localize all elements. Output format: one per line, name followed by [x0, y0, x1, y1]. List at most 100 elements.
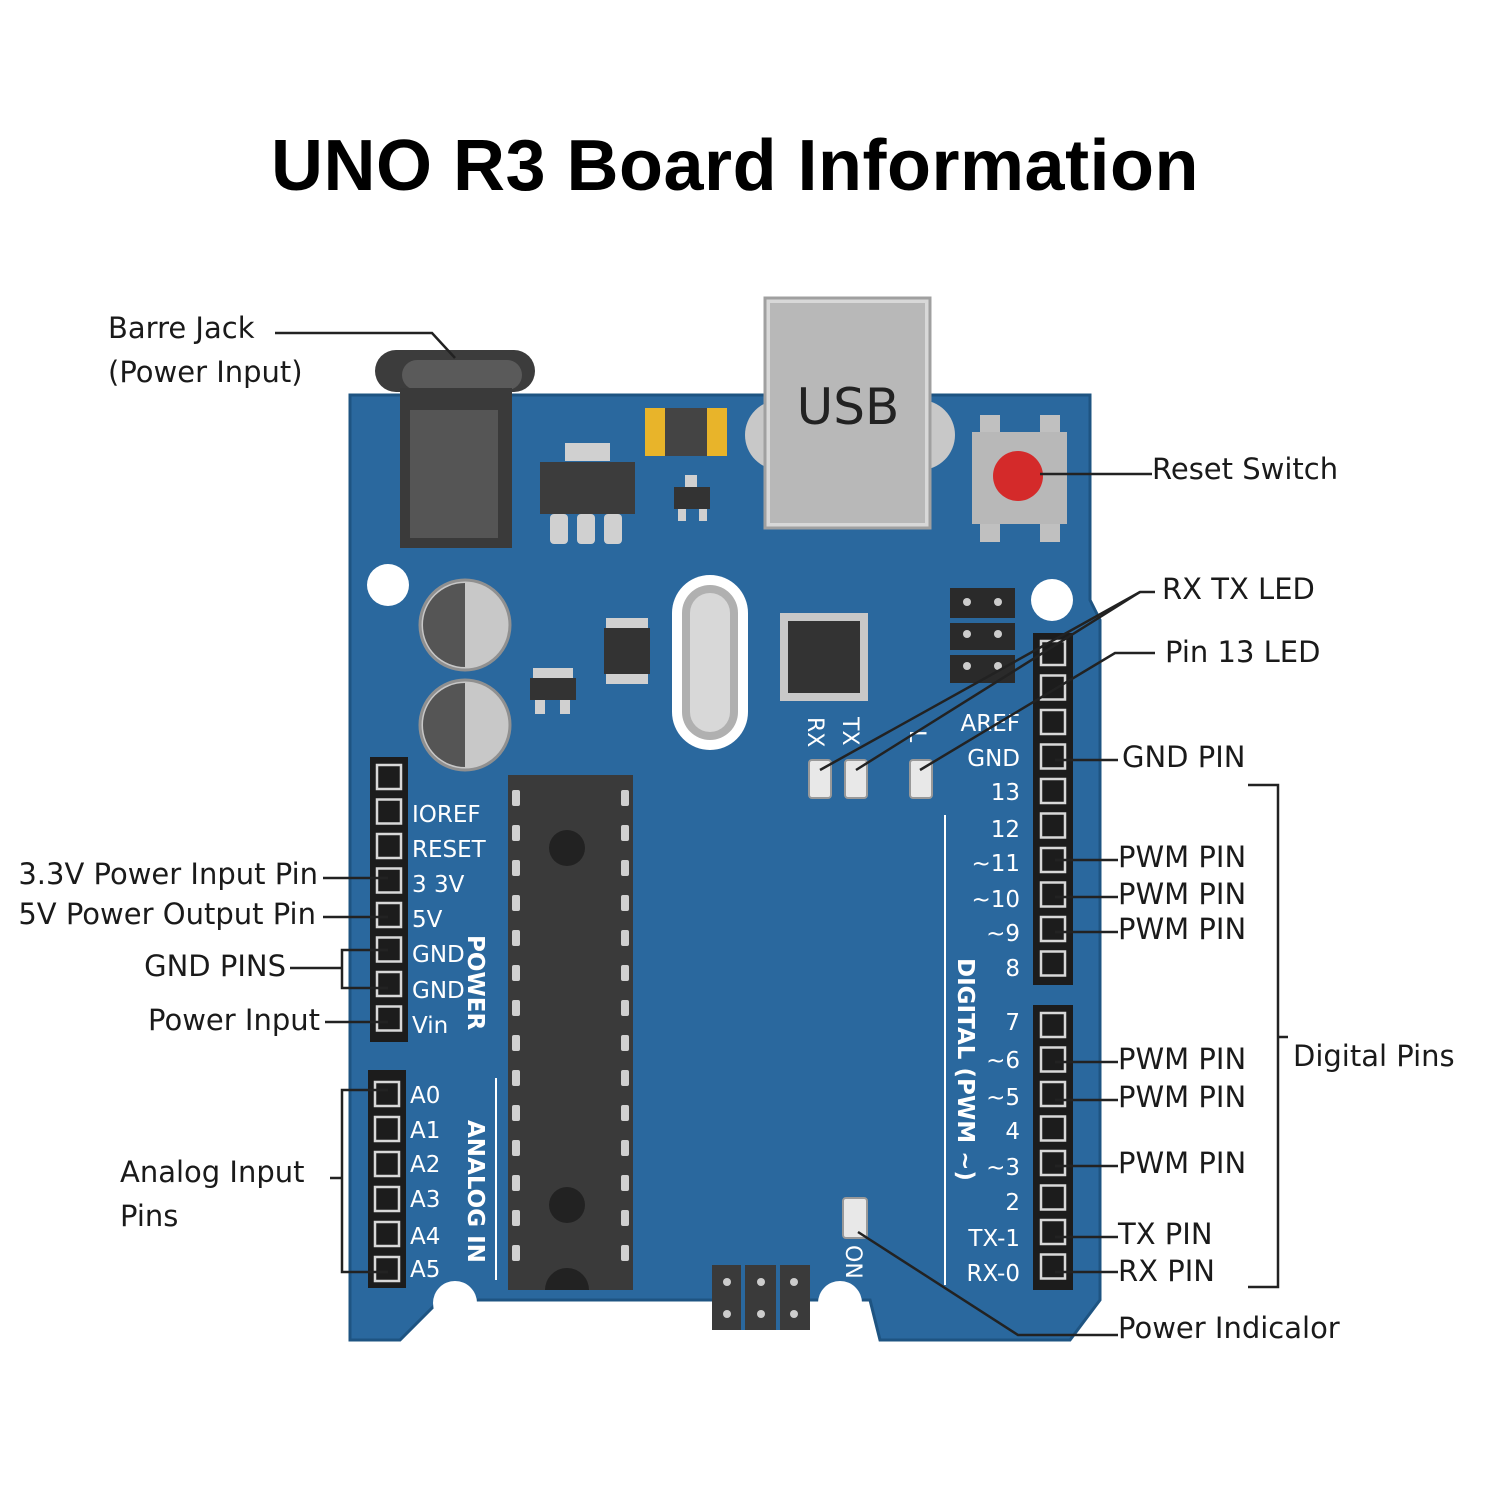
l-led-label: L [904, 730, 929, 743]
rx-tx-led-leader-2 [855, 590, 1141, 772]
power-pin-labels: IOREF RESET 3 3V 5V GND GND Vin [412, 802, 487, 1039]
pin-label-4: 4 [1005, 1119, 1020, 1145]
tx-led [844, 759, 868, 799]
capacitor [418, 678, 512, 772]
leader-lines [275, 331, 1288, 1337]
pin-label-3: ~3 [986, 1155, 1020, 1181]
mounting-hole [1031, 579, 1073, 621]
crystal-oscillator [672, 575, 748, 750]
gnd-pin-label: GND PIN [1122, 740, 1246, 774]
v5-power-output-label: 5V Power Output Pin [18, 897, 316, 931]
header-slot [373, 1115, 401, 1143]
pin-label-5v: 5V [412, 907, 443, 933]
header-slot [1039, 915, 1067, 943]
dip-pin [621, 965, 629, 981]
pin-label-5: ~5 [986, 1085, 1020, 1111]
pin-label-a0: A0 [410, 1083, 440, 1109]
dip-pin [621, 1175, 629, 1191]
header-slot [1039, 1115, 1067, 1142]
dip-pins-right [621, 790, 629, 1261]
dip-pin [621, 930, 629, 946]
icsp-header-bottom [712, 1265, 810, 1330]
barrel-jack-leader [275, 331, 456, 359]
usb-connector: USB [745, 296, 955, 530]
header-slot [373, 1150, 401, 1178]
header-slot [1039, 1046, 1067, 1073]
header-slot [1039, 1253, 1067, 1280]
header-slot [375, 798, 403, 825]
pin-label-rx0: RX-0 [966, 1261, 1020, 1287]
rx-tx-led-label: RX TX LED [1162, 572, 1315, 606]
pin-label-gnd-1: GND [412, 942, 465, 968]
atmega328p-chip [508, 775, 633, 1290]
dip-pin [621, 1105, 629, 1121]
digital-lower-pin-labels: 7 ~6 ~5 4 ~3 2 TX-1 RX-0 [966, 1010, 1020, 1287]
digital-group-label: DIGITAL (PWM ~) [952, 958, 978, 1181]
header-slot [375, 901, 403, 929]
pwm-pin-label-11: PWM PIN [1118, 840, 1247, 874]
pin-label-a3: A3 [410, 1187, 440, 1213]
digital-header-lower [1033, 1005, 1073, 1290]
pin-label-a1: A1 [410, 1118, 440, 1144]
digital-pins-label: Digital Pins [1293, 1039, 1455, 1073]
reset-switch[interactable] [972, 415, 1067, 542]
transistor [674, 475, 710, 521]
dip-pin [621, 895, 629, 911]
header-slot [1039, 777, 1067, 805]
dip-pin [512, 895, 520, 911]
digital-header-upper [1033, 633, 1073, 985]
header-slot [375, 763, 403, 791]
header-slot [373, 1255, 401, 1283]
gnd-pins-label: GND PINS [144, 949, 286, 983]
dip-pins-left [512, 790, 520, 1261]
header-slot [373, 1220, 401, 1248]
pwm-pin-label-9: PWM PIN [1118, 912, 1247, 946]
dip-pin [512, 1070, 520, 1086]
dip-pin [621, 1210, 629, 1226]
dip-pin [621, 1035, 629, 1051]
rx-pin-label: RX PIN [1118, 1254, 1215, 1288]
analog-pins-label-line2: Pins [120, 1199, 179, 1233]
pin-label-12: 12 [991, 817, 1020, 843]
header-slot [373, 1185, 401, 1213]
header-slot [1039, 674, 1067, 701]
dip-pin [621, 1245, 629, 1261]
power-group-label: POWER [462, 935, 488, 1030]
pin-label-a4: A4 [410, 1224, 440, 1250]
dip-pin [512, 1210, 520, 1226]
header-slot [1039, 1218, 1067, 1246]
dip-pin [512, 1105, 520, 1121]
power-indicator-label: Power Indicalor [1118, 1311, 1340, 1345]
pin-label-a5: A5 [410, 1257, 440, 1283]
header-slot [375, 1005, 403, 1032]
reset-button-red[interactable] [993, 451, 1043, 501]
barrel-jack-label-line1: Barre Jack [108, 311, 255, 345]
dip-pin [621, 1070, 629, 1086]
analog-pins-bracket [340, 1088, 388, 1274]
digital-pins-bracket [1248, 783, 1280, 1289]
digital-upper-pin-labels: AREF GND 13 12 ~11 ~10 ~9 8 [961, 711, 1020, 982]
pin-label-2: 2 [1005, 1190, 1020, 1216]
header-slot [375, 832, 403, 860]
pwm-pin-label-5: PWM PIN [1118, 1080, 1247, 1114]
voltage-regulator [540, 443, 635, 544]
dip-pin [512, 1140, 520, 1156]
mounting-hole [818, 1281, 862, 1325]
header-slot [1039, 1184, 1067, 1211]
tx-led-label: TX [837, 716, 862, 746]
barrel-jack [375, 350, 535, 548]
pcb-board-edge [348, 393, 1102, 1342]
analog-pins-label-line1: Analog Input [120, 1155, 305, 1189]
dip-pin [512, 860, 520, 876]
pin-label-ioref: IOREF [412, 802, 481, 828]
pin-label-gnd-digital: GND [967, 746, 1020, 772]
pin-label-11: ~11 [971, 851, 1020, 877]
icsp-header-top [950, 588, 1015, 683]
mounting-hole [367, 564, 409, 606]
analog-pin-labels: A0 A1 A2 A3 A4 A5 [410, 1083, 440, 1283]
header-slot [1039, 812, 1067, 839]
dip-pin [621, 1140, 629, 1156]
soic-chip [604, 618, 650, 684]
